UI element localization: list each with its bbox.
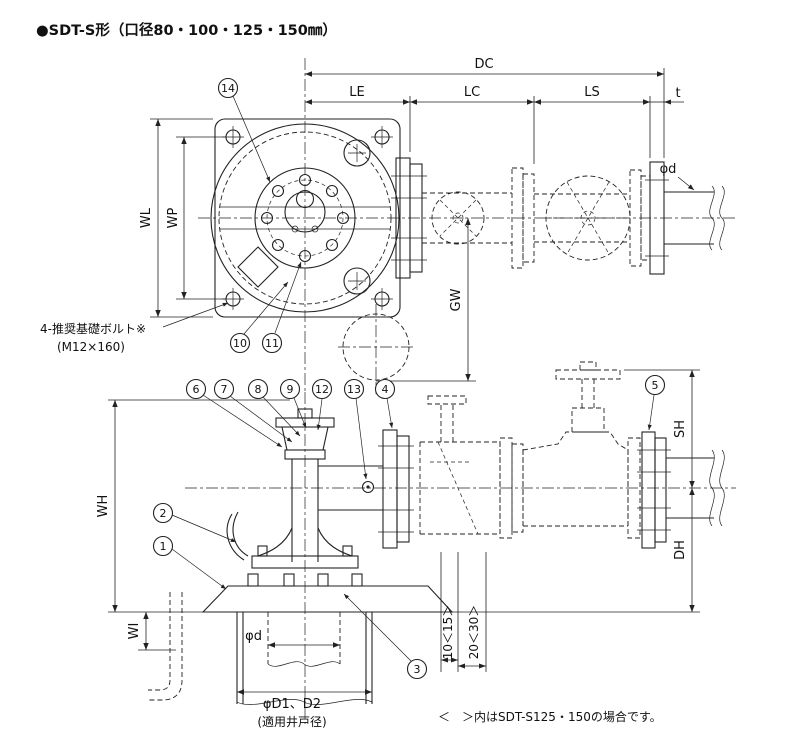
dim-t-label: t [675,86,680,101]
callout-5-label: 5 [652,379,659,392]
callout-7: 7 [213,378,293,443]
callout-3: 3 [343,593,428,680]
dim-well-dia-label: φD1、D2 [263,697,321,712]
base-plate [214,118,401,318]
port-hole-upper [343,139,371,167]
side-check-valve [419,395,524,539]
dim-dh-label: DH [673,540,688,560]
callout-4-label: 4 [382,383,389,396]
head-bolts [260,173,350,263]
callout-12-label: 12 [315,383,329,396]
callout-4: 4 [374,378,396,429]
side-dimensions: WH WI SH DH 10＜15＞ 20＜30＞ φd φD1、D2 (適用井… [96,369,700,729]
dim-le-label: LE [349,85,364,100]
dim-phid-bottom-label: φd [245,629,262,644]
dim-dc-label: DC [474,57,493,72]
plan-end-flange [645,161,669,275]
anchor-bolt-note: 4-推奨基礎ボルト※ (M12×160) [40,302,229,354]
callout-10: 10 [229,281,289,354]
dim-wp-label: WP [166,207,181,228]
callout-5: 5 [644,374,666,431]
dim-ls-label: LS [584,85,600,100]
side-end-flange [637,431,671,549]
dim-wh-label: WH [96,495,111,518]
callout-1: 1 [152,535,227,590]
note-anchor-bolt-size: (M12×160) [57,340,125,354]
dim-wi-label: WI [127,623,142,640]
dim-lc-label: LC [464,85,480,100]
callout-2-label: 2 [160,507,167,520]
plan-pipe [664,185,725,251]
footnote: ＜ ＞内はSDT-S125・150の場合です。 [438,709,662,724]
callout-9: 9 [279,378,307,429]
callout-13-label: 13 [347,383,361,396]
callout-14: 14 [217,77,271,183]
top-view [198,58,736,394]
pump-base [201,527,454,613]
dim-wl-label: WL [139,207,154,228]
shaft-center [295,189,315,209]
well-circle [342,313,410,381]
callout-11-label: 11 [265,337,279,350]
discharge-slot [220,206,390,230]
left-drain-pipe [148,592,183,701]
dim-well-dia-note: (適用井戸径) [257,714,326,729]
dim-offset-small-label: 10＜15＞ [441,605,455,660]
callout-10-label: 10 [233,337,247,350]
dim-sh-label: SH [673,420,688,438]
port-hole-lower [343,267,371,295]
side-gate-valve [522,361,641,539]
callout-8-label: 8 [255,383,262,396]
bolt-circle [266,179,344,257]
discharge-elbow [318,465,383,511]
callout-9-label: 9 [287,383,294,396]
callout-7-label: 7 [221,383,228,396]
side-discharge-flange [361,429,414,549]
plan-gate-valve [534,169,651,267]
handle-outer [226,513,245,561]
dim-gw-label: GW [449,288,464,311]
callout-12: 12 [311,378,333,431]
page-title: ●SDT-S形（口径80・100・125・150㎜） [36,21,337,39]
diamond-pad [237,246,279,288]
callout-11: 11 [261,261,302,354]
handle-inner [232,511,249,557]
callout-13: 13 [343,378,368,480]
plan-discharge-flange [391,157,427,279]
well-casing [236,612,373,705]
pump-head [275,408,335,460]
callout-14-label: 14 [221,82,235,95]
shaft-boss [284,191,326,233]
pump-casing-outline [210,123,400,313]
dim-phid-top-label: φd [660,162,677,177]
pump-casing-hidden [218,131,392,305]
callout-3-label: 3 [414,663,421,676]
plan-check-valve [422,167,535,269]
note-anchor-bolt: 4-推奨基礎ボルト※ [40,322,146,336]
dim-offset-large-label: 20＜30＞ [467,605,481,660]
callout-2: 2 [152,502,237,543]
callout-1-label: 1 [160,540,167,553]
callout-8: 8 [247,378,301,437]
pump-head-circle [254,167,356,269]
plan-dimensions: DC LE LC LS t φd WL WP GW [139,57,695,382]
callout-6-label: 6 [193,383,200,396]
callouts: 14 10 11 6 7 8 9 [152,77,666,680]
callout-6: 6 [185,378,283,448]
